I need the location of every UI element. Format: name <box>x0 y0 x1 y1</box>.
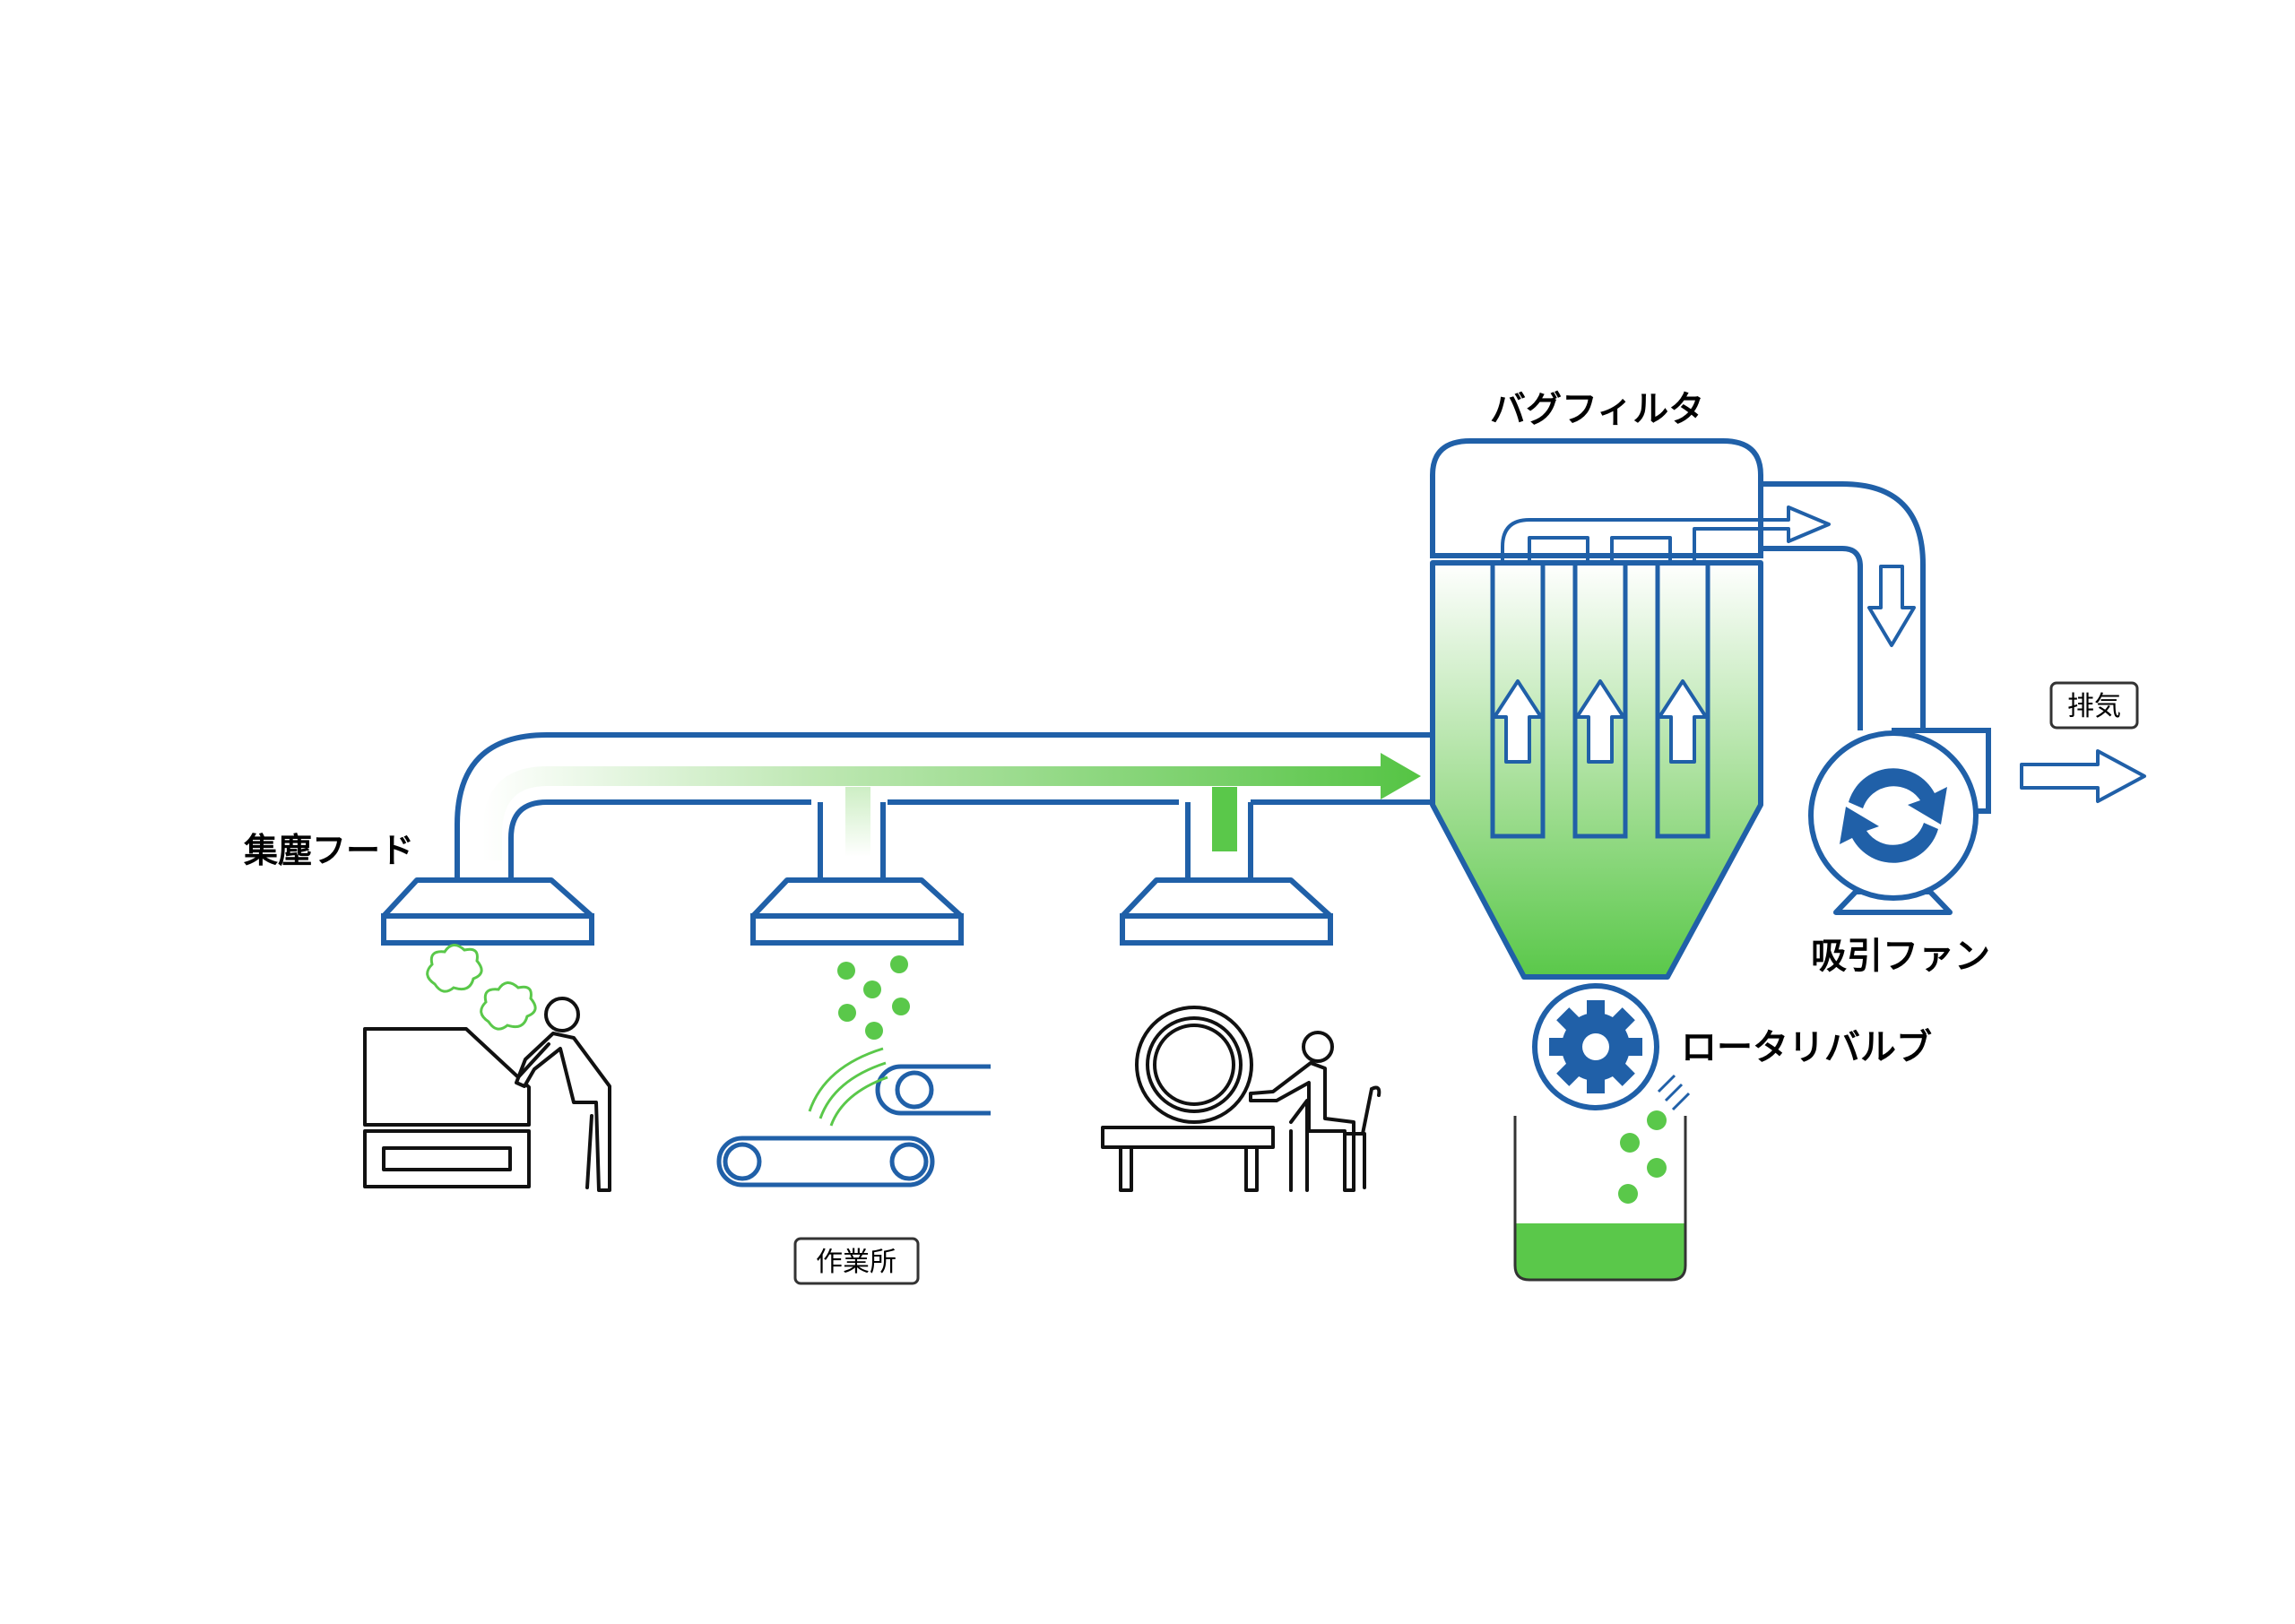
exhaust-arrow-icon <box>2020 749 2146 803</box>
filter-bag-2 <box>1572 560 1628 839</box>
rotary-valve <box>1532 983 1691 1111</box>
branch-duct-3 <box>1185 787 1253 878</box>
dust-bin <box>1513 1116 1687 1282</box>
rotary-valve-label: ロータリバルブ <box>1681 1027 1932 1068</box>
svg-text:作業所: 作業所 <box>816 1247 896 1278</box>
bag-filter-label: バグフィルタ <box>1490 389 1704 430</box>
worker-at-machine-icon <box>363 997 611 1192</box>
collection-hood-3 <box>1120 877 1333 946</box>
suction-fan-label: 吸引ファン <box>1811 936 1990 977</box>
up-arrow-icon <box>1658 679 1708 764</box>
branch-duct-2 <box>818 787 886 878</box>
collection-hood-1 <box>381 877 594 946</box>
suction-fan <box>1808 728 1991 915</box>
up-arrow-icon <box>1493 679 1543 764</box>
dust-cloud-icon <box>426 944 537 1031</box>
svg-text:排気: 排気 <box>2067 691 2121 722</box>
up-arrow-icon <box>1575 679 1625 764</box>
conveyor-belt-icon <box>716 1064 991 1188</box>
collection-hood-2 <box>750 877 964 946</box>
bag-filter <box>1430 438 1831 980</box>
down-arrow-icon <box>1867 565 1916 647</box>
filter-bag-1 <box>1490 560 1546 839</box>
filter-bag-3 <box>1655 560 1710 839</box>
seated-worker-at-lathe-icon <box>1101 1006 1381 1192</box>
duct-flow-arrow <box>482 753 1421 860</box>
hood-label: 集塵フード <box>243 831 414 870</box>
exhaust-box: 排気 <box>2049 681 2139 730</box>
gear-icon <box>1549 1000 1642 1093</box>
falling-dust <box>1618 1110 1667 1204</box>
falling-particles <box>808 955 910 1127</box>
main-duct <box>455 732 1439 878</box>
outlet-duct <box>1761 481 1926 730</box>
workplace-box: 作業所 <box>793 1237 920 1285</box>
rotating-arrows-icon <box>1834 756 1953 875</box>
